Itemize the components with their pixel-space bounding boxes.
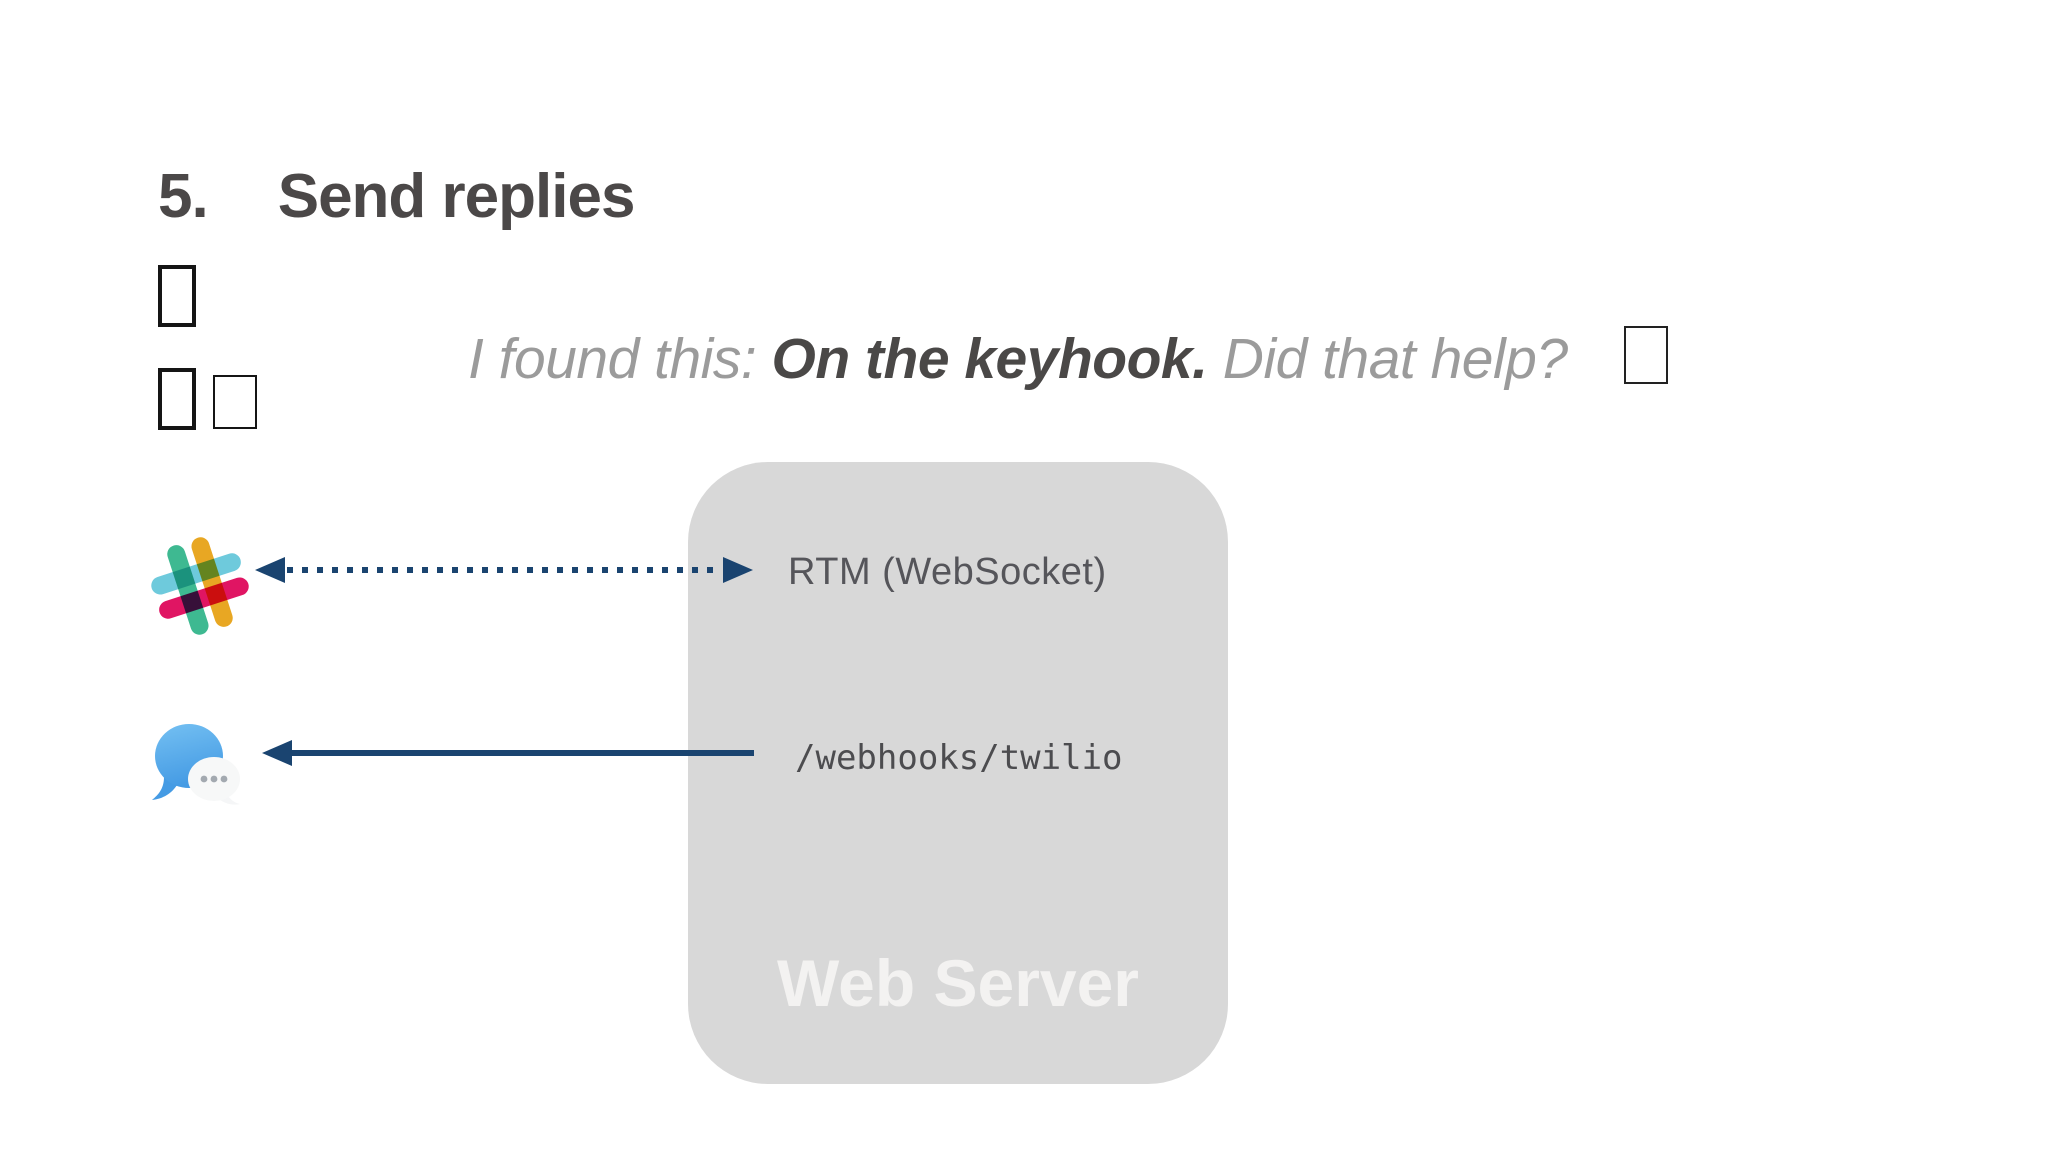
missing-glyph-icon	[158, 368, 196, 430]
arrowhead-left-icon	[255, 557, 285, 583]
arrowhead-right-icon	[723, 557, 753, 583]
missing-glyph-icon	[213, 375, 257, 429]
slide-title: 5. Send replies	[158, 162, 636, 231]
slack-rtm-arrow	[255, 557, 753, 583]
web-server-label: Web Server	[777, 946, 1139, 1020]
webhook-twilio-label: /webhooks/twilio	[795, 738, 1123, 778]
dotted-line	[287, 567, 721, 573]
missing-glyph-icon	[158, 265, 196, 327]
slack-hash-icon	[151, 537, 249, 635]
quote-highlight: On the keyhook.	[771, 327, 1208, 391]
missing-glyph-icon	[1623, 326, 1668, 384]
arrowhead-left-icon	[262, 740, 292, 766]
rtm-websocket-label: RTM (WebSocket)	[788, 551, 1107, 593]
bot-reply-text: I found this: On the keyhook. Did that h…	[468, 326, 1668, 391]
step-number: 5.	[158, 162, 209, 231]
quote-prefix: I found this:	[468, 327, 772, 391]
webhook-sms-arrow	[262, 740, 754, 766]
web-server-box	[688, 462, 1228, 1084]
typing-dot	[220, 775, 228, 783]
quote-suffix: Did that help?	[1207, 327, 1568, 391]
typing-dot	[210, 775, 218, 783]
chat-bubbles-icon	[152, 724, 240, 805]
solid-line	[292, 750, 754, 756]
page-title: Send replies	[277, 162, 636, 231]
typing-dot	[200, 775, 208, 783]
